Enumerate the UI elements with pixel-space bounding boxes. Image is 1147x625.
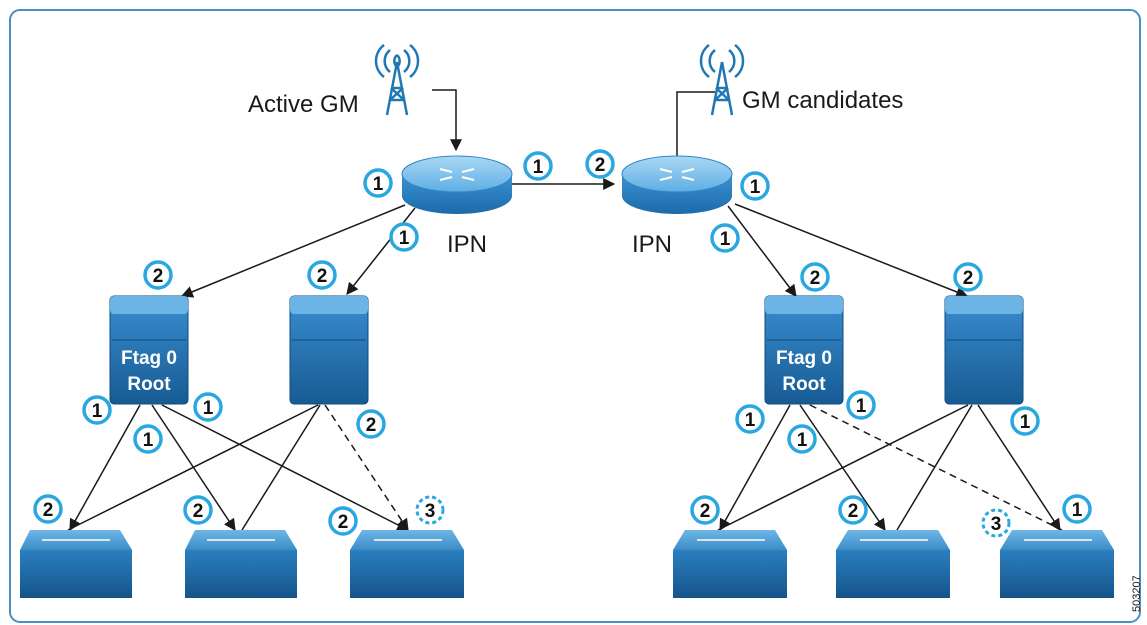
badge-leaf2: 2 (183, 495, 213, 525)
badge-ipn-left-right: 1 (523, 151, 553, 181)
badge-number: 2 (193, 501, 204, 522)
badge-number: 1 (533, 157, 544, 178)
badge-spine4-top: 2 (953, 262, 983, 292)
leaf-switch-5 (836, 530, 950, 598)
link-s1-l1 (69, 404, 141, 532)
spine3-label-line2: Root (782, 374, 826, 395)
badge-number: 1 (1020, 412, 1031, 433)
badge-leaf3-passive: 3 (415, 495, 445, 525)
router-arrows-icon (659, 168, 695, 181)
badge-spine4-right: 1 (1010, 406, 1040, 436)
antenna-icon-gm-candidates (699, 44, 745, 116)
badge-ipn-right-right: 1 (740, 171, 770, 201)
spine-switch-1: Ftag 0 Root (109, 295, 189, 405)
badge-spine2-top: 2 (307, 260, 337, 290)
spine-switch-4 (944, 295, 1024, 405)
leaf-switch-6 (1000, 530, 1114, 598)
label-gm-candidates: GM candidates (742, 87, 903, 114)
badge-ipn-right-bottom: 1 (710, 223, 740, 253)
badge-spine3-mid: 1 (787, 424, 817, 454)
badge-number: 2 (317, 266, 328, 287)
link-s4-l6 (977, 404, 1061, 532)
badge-leaf6-right: 1 (1062, 494, 1092, 524)
badge-number: 2 (700, 501, 711, 522)
connection-lines (67, 89, 1063, 532)
spine-switch-3: Ftag 0 Root (764, 295, 844, 405)
link-ipn2-spine3 (727, 205, 797, 297)
badge-number: 2 (43, 500, 54, 521)
label-ipn-left: IPN (447, 231, 487, 258)
badge-number: 2 (338, 512, 349, 533)
leaf-switch-4 (673, 530, 787, 598)
badge-spine1-left: 1 (82, 395, 112, 425)
badge-number: 1 (750, 177, 761, 198)
link-active-gm-to-ipn (432, 89, 462, 152)
badge-spine3-top: 2 (800, 262, 830, 292)
spine1-label-line1: Ftag 0 (121, 348, 177, 369)
badge-spine1-right: 1 (193, 392, 223, 422)
badge-spine2-right: 2 (356, 409, 386, 439)
badge-spine3-right: 1 (846, 390, 876, 420)
link-ipn2-spine4 (734, 203, 969, 298)
link-s3-l4 (719, 404, 791, 532)
badge-number: 1 (373, 174, 384, 195)
badge-number: 1 (745, 410, 756, 431)
badge-number: 2 (963, 268, 974, 289)
badge-leaf3-left: 2 (328, 506, 358, 536)
link-ipn1-spine1 (180, 204, 406, 298)
router-arrows-icon (439, 168, 475, 181)
spine1-label-line2: Root (127, 374, 171, 395)
badge-number: 2 (595, 155, 606, 176)
leaf-switch-2 (185, 530, 297, 598)
label-ipn-right: IPN (632, 231, 672, 258)
badge-number: 2 (153, 266, 164, 287)
label-active-gm: Active GM (248, 91, 359, 118)
badge-number: 1 (399, 228, 410, 249)
badge-number: 2 (810, 268, 821, 289)
link-s2-l3-passive (324, 404, 409, 531)
badge-number: 3 (991, 514, 1002, 535)
badge-number: 1 (1072, 500, 1083, 521)
port-state-badges: 1 1 1 2 1 1 2 2 2 2 1 1 1 2 1 1 1 1 2 2 2 3 2 2 3 1 (33, 149, 1092, 538)
badge-number: 1 (203, 398, 214, 419)
link-s2-l1 (67, 404, 319, 531)
badge-ipn-right-left: 2 (585, 149, 615, 179)
ipn-router-left (401, 155, 513, 214)
badge-number: 1 (797, 430, 808, 451)
leaf-switches (20, 530, 1114, 598)
link-s3-l6-passive (809, 404, 1063, 531)
badge-ipn-left-left: 1 (363, 168, 393, 198)
badge-leaf1: 2 (33, 494, 63, 524)
badge-number: 2 (366, 415, 377, 436)
badge-number: 1 (856, 396, 867, 417)
badge-number: 1 (720, 229, 731, 250)
badge-number: 3 (425, 501, 436, 522)
badge-leaf6-passive: 3 (981, 508, 1011, 538)
badge-spine1-mid: 1 (133, 424, 163, 454)
figure-id: 503207 (1131, 575, 1143, 612)
link-s4-l5 (896, 404, 973, 531)
antenna-icon-active-gm (374, 44, 420, 116)
link-gm-candidate-to-ipn (676, 91, 715, 160)
badge-spine1-top: 2 (143, 260, 173, 290)
badge-spine3-left: 1 (735, 404, 765, 434)
link-s2-l2 (241, 404, 321, 531)
spine-switch-2 (289, 295, 369, 405)
leaf-switch-3 (350, 530, 464, 598)
leaf-switch-1 (20, 530, 132, 598)
badge-number: 1 (92, 401, 103, 422)
badge-ipn-left-bottom: 1 (389, 222, 419, 252)
badge-leaf4: 2 (690, 495, 720, 525)
badge-number: 1 (143, 430, 154, 451)
link-s1-l3 (161, 404, 410, 531)
badge-number: 2 (848, 501, 859, 522)
diagram-frame (9, 9, 1141, 623)
link-s4-l4 (717, 404, 969, 531)
spine3-label-line1: Ftag 0 (776, 348, 832, 369)
badge-leaf5: 2 (838, 495, 868, 525)
ipn-router-right (621, 155, 733, 214)
